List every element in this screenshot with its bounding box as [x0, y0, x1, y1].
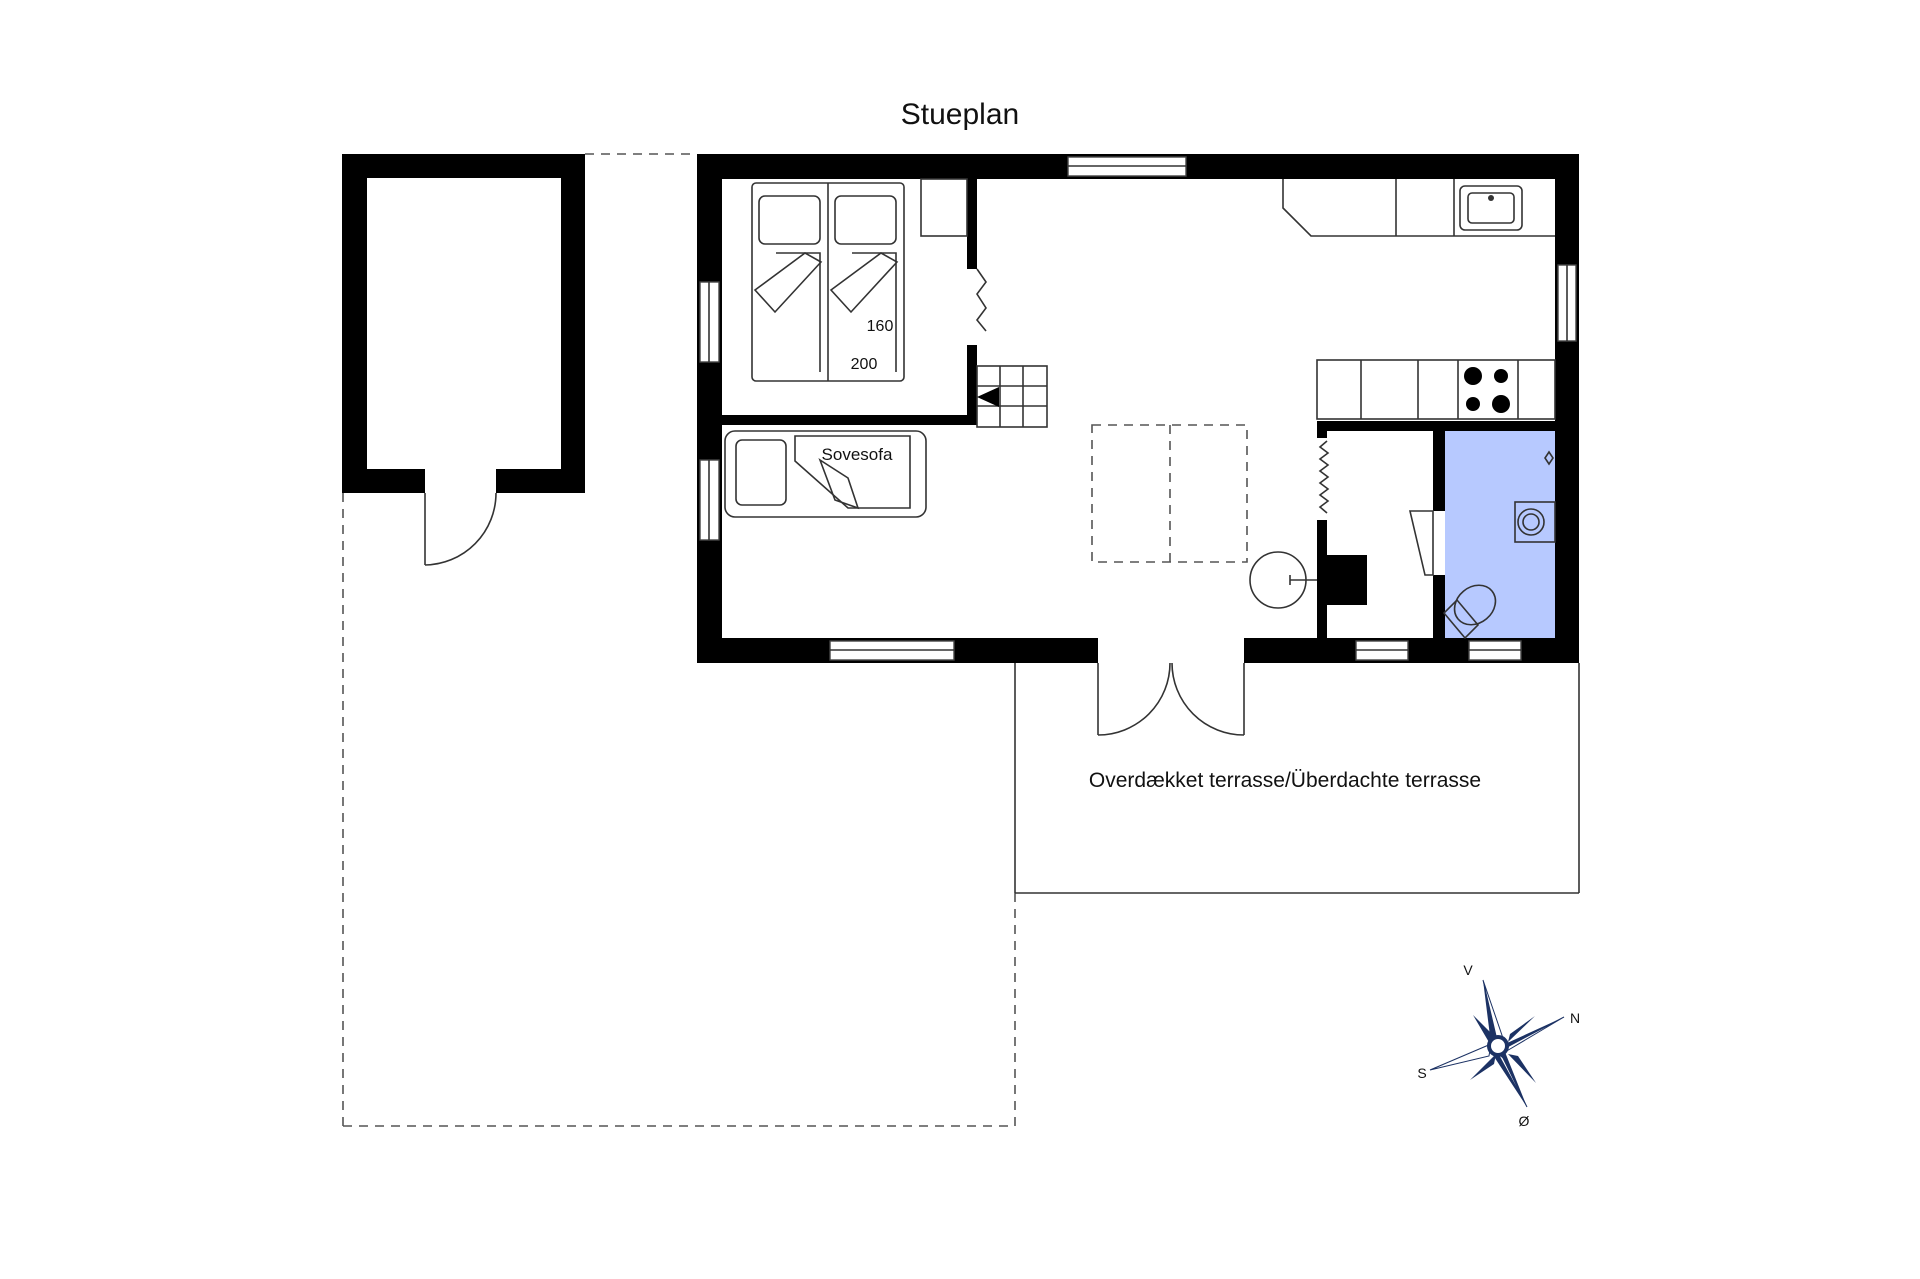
- bedroom-folding-door: [975, 268, 987, 332]
- terrace-double-door: [1097, 662, 1245, 736]
- washbasin-icon: [1514, 501, 1556, 543]
- compass-south: S: [1417, 1065, 1426, 1081]
- toilet-icon: [1442, 584, 1497, 640]
- bathroom-fixtures: [1442, 450, 1556, 640]
- stairs-arrow-icon: [977, 387, 999, 407]
- windows: [699, 156, 1577, 661]
- utility-door: [1318, 440, 1330, 514]
- double-bed: 160 200: [751, 182, 905, 382]
- bathroom-door: [1408, 510, 1434, 576]
- shed: [342, 154, 585, 566]
- terrace: Overdækket terrasse/Überdachte terrasse: [1014, 663, 1580, 894]
- terrace-label: Overdækket terrasse/Überdachte terrasse: [1089, 769, 1481, 792]
- plan-title: Stueplan: [901, 98, 1019, 131]
- compass-north: N: [1570, 1010, 1580, 1026]
- shed-door: [424, 492, 497, 566]
- cooktop-icon: [1464, 367, 1510, 413]
- sink-icon: [1459, 185, 1523, 231]
- outdoor-dashed-area: [342, 153, 1016, 1127]
- compass-rose-icon: V N S Ø: [1417, 962, 1580, 1129]
- bed-length-label: 200: [851, 356, 878, 373]
- bathroom-floor: [1445, 431, 1555, 638]
- compass-east: Ø: [1519, 1113, 1530, 1129]
- compass-west: V: [1463, 962, 1473, 978]
- kitchen-counter-lower: [1316, 359, 1556, 420]
- wardrobe: [920, 178, 968, 237]
- kitchen-counter-top: [1282, 179, 1555, 237]
- dining-table: [1091, 424, 1248, 563]
- wood-stove: [1249, 551, 1367, 609]
- bed-width-label: 160: [867, 318, 894, 335]
- sofa-label: Sovesofa: [822, 445, 893, 464]
- sofa-bed: Sovesofa: [724, 430, 927, 518]
- shower-drain-icon: [1544, 450, 1554, 466]
- stairs: [976, 365, 1048, 428]
